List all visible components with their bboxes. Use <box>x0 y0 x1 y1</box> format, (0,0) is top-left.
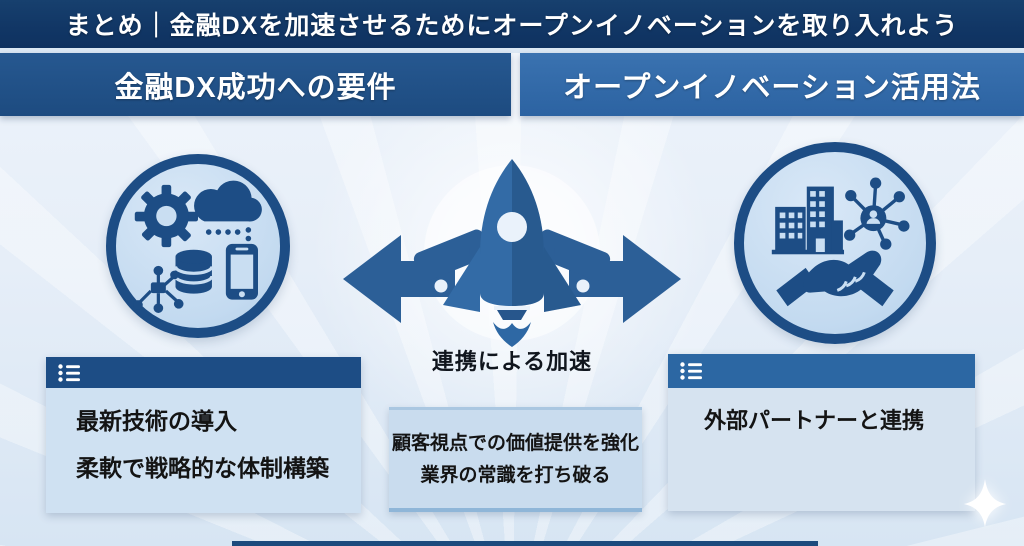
network-icon <box>139 273 178 304</box>
list-icon <box>680 362 702 380</box>
utilization-panel-header <box>668 354 975 388</box>
technology-circle <box>106 154 290 338</box>
left-column-header: 金融DX成功への要件 <box>0 53 511 116</box>
technology-icons <box>133 180 262 313</box>
slide-title: まとめ｜金融DXを加速させるためにオープンイノベーションを取り入れよう <box>65 12 959 40</box>
requirements-panel: 最新技術の導入 柔軟で戦略的な体制構築 <box>46 357 361 513</box>
acceleration-graphic <box>343 159 681 347</box>
header-highlight-strip <box>0 48 1024 53</box>
cloud-icon <box>194 180 262 222</box>
value-box: 顧客視点での価値提供を強化 業界の常識を打ち破る <box>389 407 642 512</box>
right-column-header: オープンイノベーション活用法 <box>520 53 1024 116</box>
smartphone-icon <box>225 243 258 300</box>
center-caption: 連携による加速 <box>431 349 593 374</box>
partnership-icons <box>771 177 910 307</box>
left-column-title: 金融DX成功への要件 <box>114 71 397 104</box>
database-icon <box>173 249 214 294</box>
requirements-panel-header <box>46 357 361 388</box>
requirement-item: 最新技術の導入 <box>76 408 237 434</box>
handshake-icon <box>776 250 894 307</box>
right-column-title: オープンイノベーション活用法 <box>563 71 981 104</box>
list-icon <box>58 363 80 382</box>
gear-icon <box>134 184 198 248</box>
value-line: 業界の常識を打ち破る <box>420 465 611 486</box>
value-line: 顧客視点での価値提供を強化 <box>391 433 639 454</box>
utilization-panel-body: 外部パートナーと連携 <box>668 388 975 511</box>
sparkle-icon <box>963 479 1007 527</box>
share-network-icon <box>844 177 910 250</box>
rocket-flame <box>493 322 531 347</box>
top-banner: まとめ｜金融DXを加速させるためにオープンイノベーションを取り入れよう <box>0 0 1024 48</box>
utilization-panel: 外部パートナーと連携 <box>668 354 975 511</box>
requirements-panel-body: 最新技術の導入 柔軟で戦略的な体制構築 <box>46 388 361 513</box>
rocket-window <box>497 212 527 242</box>
footer-accent-bar <box>232 541 818 546</box>
requirement-item: 柔軟で戦略的な体制構築 <box>76 455 329 481</box>
utilization-item: 外部パートナーと連携 <box>704 408 925 433</box>
partnership-circle <box>734 142 936 344</box>
buildings-icon <box>771 186 845 255</box>
